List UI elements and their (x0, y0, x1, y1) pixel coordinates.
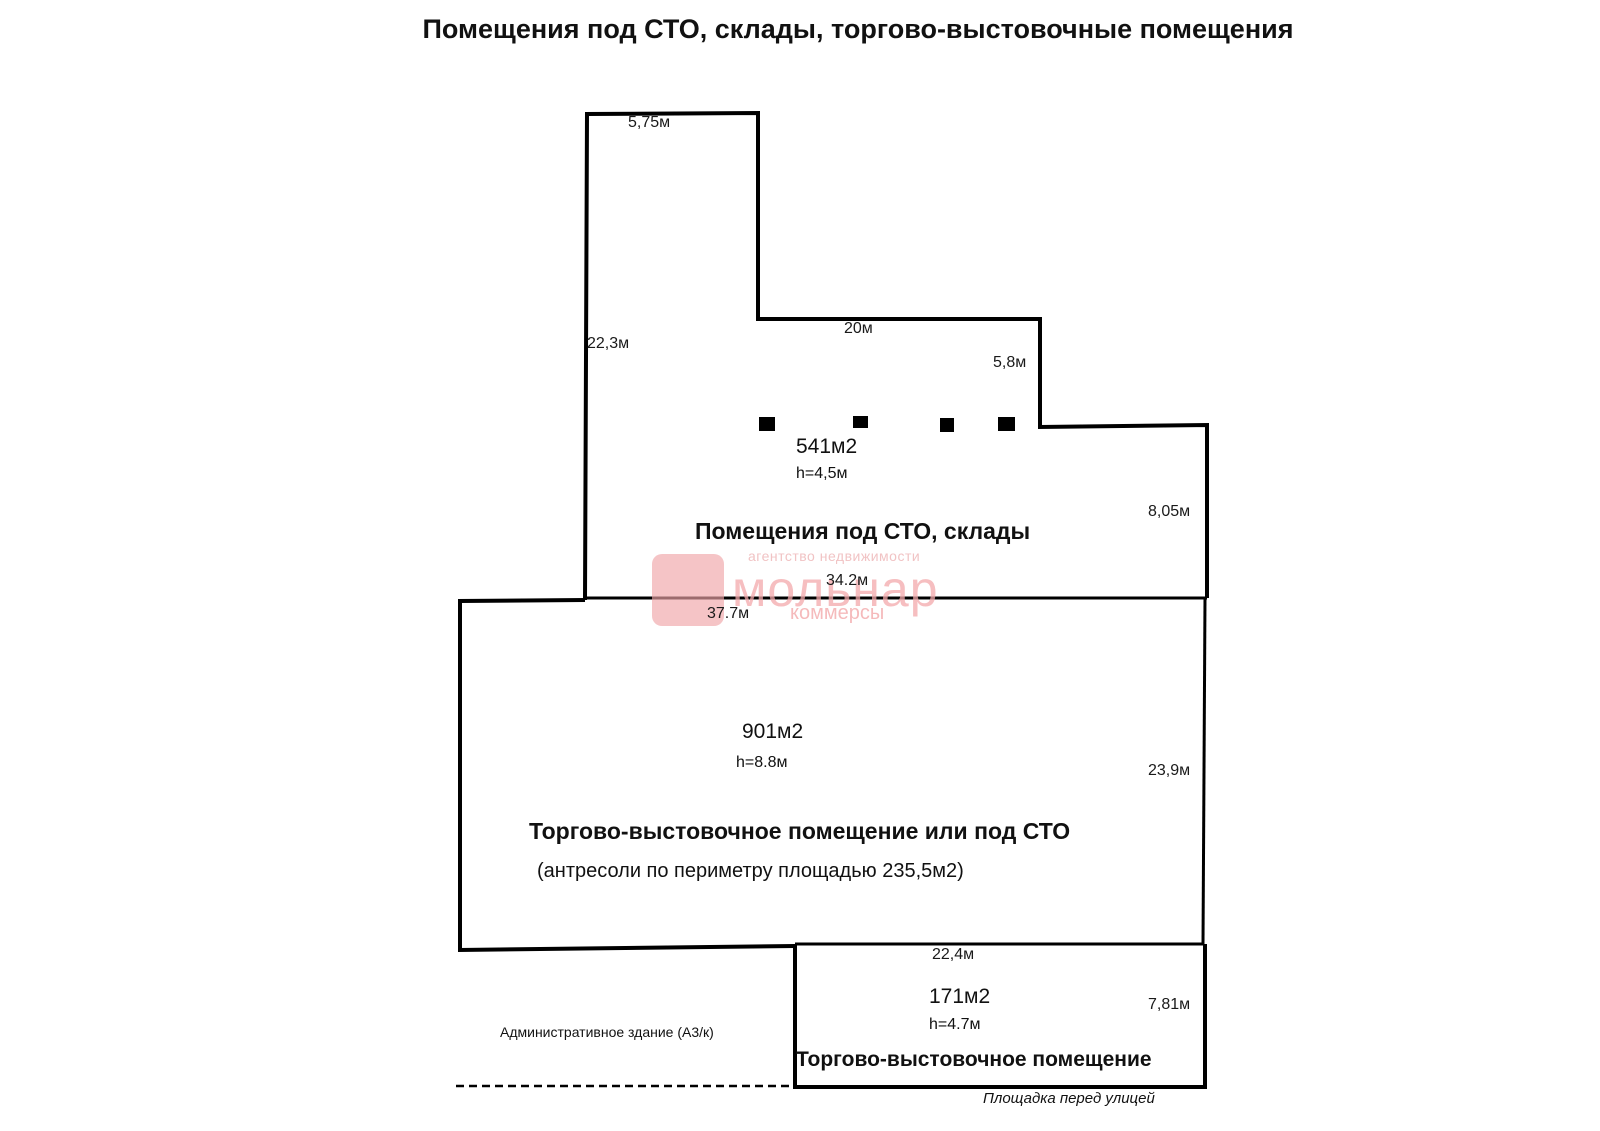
room-2-area: 901м2 (742, 720, 804, 743)
column-marker (853, 416, 868, 428)
room-2-ceiling: h=8.8м (736, 754, 788, 771)
dim-middle-upper: 34.2м (826, 572, 869, 589)
dim-step-height: 5,8м (993, 354, 1027, 371)
column-marker (759, 417, 775, 431)
admin-building-label: Административное здание (А3/к) (500, 1024, 714, 1040)
dim-bottom-room-height: 7,81м (1148, 996, 1191, 1013)
dim-right-upper-height: 8,05м (1148, 503, 1191, 520)
room-3-ceiling: h=4.7м (929, 1016, 981, 1033)
column-marker (998, 417, 1015, 431)
dim-top-width: 5,75м (628, 114, 671, 131)
street-area-label: Площадка перед улицей (983, 1090, 1155, 1107)
column-marker (940, 418, 954, 432)
dim-middle-lower: 37.7м (707, 605, 750, 622)
room-2-note: (антресоли по периметру площадью 235,5м2… (537, 860, 964, 882)
room-2-label: Торгово-выстовочное помещение или под СТ… (529, 818, 1071, 844)
middle-room-outline (458, 598, 796, 953)
dim-bottom-room-width: 22,4м (932, 946, 975, 963)
watermark-tagline: агентство недвижимости (748, 548, 921, 564)
dim-step-width: 20м (844, 320, 873, 337)
room-3-area: 171м2 (929, 985, 991, 1008)
watermark-brand: мольнар (732, 561, 939, 617)
watermark-subtitle: коммерсы (790, 602, 885, 624)
watermark-logo: агентство недвижимости мольнар коммерсы (652, 548, 962, 628)
butterfly-logo-icon (652, 554, 724, 626)
room-1-label: Помещения под СТО, склады (695, 518, 1031, 544)
bottom-room-outline (793, 944, 1207, 1089)
dim-left-upper-height: 22,3м (587, 335, 630, 352)
room-1-area: 541м2 (796, 435, 858, 458)
dim-right-middle-height: 23,9м (1148, 762, 1191, 779)
middle-right-wall (1201, 597, 1207, 945)
upper-room-outline (583, 110, 1209, 601)
room-1-ceiling: h=4,5м (796, 465, 848, 482)
page-title: Помещения под СТО, склады, торгово-высто… (422, 14, 1294, 44)
room-3-label: Торгово-выстовочное помещение (796, 1048, 1152, 1071)
